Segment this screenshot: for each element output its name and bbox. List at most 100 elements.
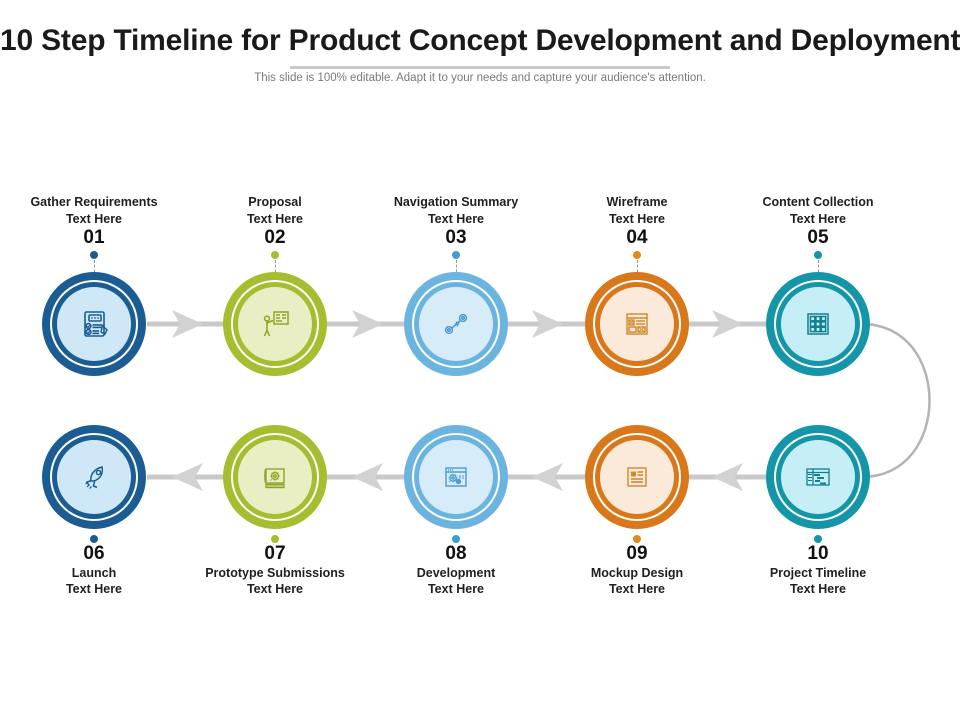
- step-labels-01: Gather Requirements Text Here: [0, 194, 194, 227]
- step-stem-04: [636, 259, 638, 277]
- step-labels-10: Project Timeline Text Here: [718, 565, 918, 598]
- step-label-09: Mockup Design: [590, 565, 684, 580]
- step-circle-08[interactable]: [404, 425, 508, 529]
- step-labels-07: Prototype Submissions Text Here: [175, 565, 375, 598]
- step-stem-05: [817, 259, 819, 277]
- mockup-document-icon: [617, 457, 657, 497]
- step-circle-04[interactable]: [585, 272, 689, 376]
- step-circle-09[interactable]: [585, 425, 689, 529]
- wireframe-layout-icon: [617, 304, 657, 344]
- presenter-board-icon: [255, 304, 295, 344]
- step-dot-04: [633, 250, 641, 259]
- step-icon-disc-02: [238, 287, 312, 361]
- step-sublabel-07: Text Here: [246, 582, 304, 597]
- connector-bottom-9-8: [507, 463, 588, 491]
- step-node-05[interactable]: Content Collection Text Here 05: [718, 194, 918, 277]
- connector-bottom-10-9: [687, 463, 768, 491]
- browser-gears-icon: [436, 457, 476, 497]
- step-circle-05[interactable]: [766, 272, 870, 376]
- navigation-path-icon: [436, 304, 476, 344]
- step-node-07[interactable]: 07 Prototype Submissions Text Here: [175, 533, 375, 598]
- step-sublabel-08: Text Here: [427, 582, 485, 597]
- step-number-04: 04: [626, 227, 648, 248]
- step-dot-09: [633, 535, 641, 543]
- step-dot-06: [90, 535, 98, 543]
- step-node-03[interactable]: Navigation Summary Text Here 03: [356, 194, 556, 277]
- step-number-09: 09: [626, 543, 648, 564]
- step-dot-07: [271, 535, 279, 543]
- step-node-04[interactable]: Wireframe Text Here 04: [537, 194, 737, 277]
- step-label-02: Proposal: [248, 195, 302, 209]
- connector-top-2-3: [327, 310, 408, 338]
- step-number-08: 08: [445, 543, 467, 564]
- step-dot-10: [814, 535, 822, 543]
- gantt-chart-icon: [798, 457, 838, 497]
- step-node-10[interactable]: 10 Project Timeline Text Here: [718, 533, 918, 598]
- step-label-07: Prototype Submissions: [205, 565, 345, 580]
- step-dot-03: [452, 250, 460, 259]
- step-icon-disc-08: [419, 440, 493, 514]
- step-sublabel-02: Text Here: [246, 211, 304, 226]
- step-number-01: 01: [83, 227, 105, 248]
- step-node-08[interactable]: 08 Development Text Here: [356, 533, 556, 598]
- step-sublabel-05: Text Here: [789, 211, 847, 226]
- step-icon-disc-04: [600, 287, 674, 361]
- step-label-05: Content Collection: [762, 195, 874, 209]
- step-circle-01[interactable]: [42, 272, 146, 376]
- connector-top-1-2: [147, 310, 228, 338]
- step-label-08: Development: [416, 565, 496, 580]
- step-node-06[interactable]: 06 Launch Text Here: [0, 533, 194, 598]
- step-circle-03[interactable]: [404, 272, 508, 376]
- grid-squares-icon: [798, 304, 838, 344]
- step-label-06: Launch: [71, 565, 117, 580]
- step-dot-02: [271, 250, 279, 259]
- step-circle-02[interactable]: [223, 272, 327, 376]
- step-labels-06: Launch Text Here: [0, 565, 194, 598]
- step-node-09[interactable]: 09 Mockup Design Text Here: [537, 533, 737, 598]
- page-title: 10 Step Timeline for Product Concept Dev…: [0, 24, 960, 57]
- step-sublabel-09: Text Here: [608, 582, 666, 597]
- step-labels-02: Proposal Text Here: [175, 194, 375, 227]
- step-icon-disc-10: [781, 440, 855, 514]
- step-number-05: 05: [807, 227, 829, 248]
- connector-top-4-5: [687, 310, 768, 338]
- connector-curve-right: [861, 322, 931, 479]
- step-icon-disc-03: [419, 287, 493, 361]
- step-node-01[interactable]: Gather Requirements Text Here 01: [0, 194, 194, 277]
- step-label-03: Navigation Summary: [393, 195, 519, 209]
- step-icon-disc-06: [57, 440, 131, 514]
- step-circle-10[interactable]: [766, 425, 870, 529]
- step-number-10: 10: [807, 543, 829, 564]
- step-circle-06[interactable]: [42, 425, 146, 529]
- connector-bottom-8-7: [327, 463, 408, 491]
- step-circle-07[interactable]: [223, 425, 327, 529]
- step-labels-05: Content Collection Text Here: [718, 194, 918, 227]
- step-node-02[interactable]: Proposal Text Here 02: [175, 194, 375, 277]
- checklist-document-pen-icon: [74, 304, 114, 344]
- step-labels-09: Mockup Design Text Here: [537, 565, 737, 598]
- blueprint-gear-icon: [255, 457, 295, 497]
- step-dot-05: [814, 250, 822, 259]
- step-sublabel-01: Text Here: [65, 211, 123, 226]
- step-stem-03: [455, 259, 457, 277]
- page-subtitle: This slide is 100% editable. Adapt it to…: [254, 72, 706, 84]
- step-icon-disc-05: [781, 287, 855, 361]
- connector-top-3-4: [507, 310, 588, 338]
- step-number-03: 03: [445, 227, 467, 248]
- step-icon-disc-01: [57, 287, 131, 361]
- step-icon-disc-09: [600, 440, 674, 514]
- step-labels-04: Wireframe Text Here: [537, 194, 737, 227]
- connector-bottom-7-6: [147, 463, 228, 491]
- step-label-01: Gather Requirements: [30, 195, 158, 209]
- step-dot-08: [452, 535, 460, 543]
- rocket-icon: [74, 457, 114, 497]
- step-stem-01: [93, 259, 95, 277]
- step-sublabel-06: Text Here: [65, 582, 123, 597]
- step-icon-disc-07: [238, 440, 312, 514]
- title-divider: [290, 66, 670, 69]
- step-dot-01: [90, 250, 98, 259]
- step-sublabel-10: Text Here: [789, 582, 847, 597]
- step-label-04: Wireframe: [606, 195, 668, 209]
